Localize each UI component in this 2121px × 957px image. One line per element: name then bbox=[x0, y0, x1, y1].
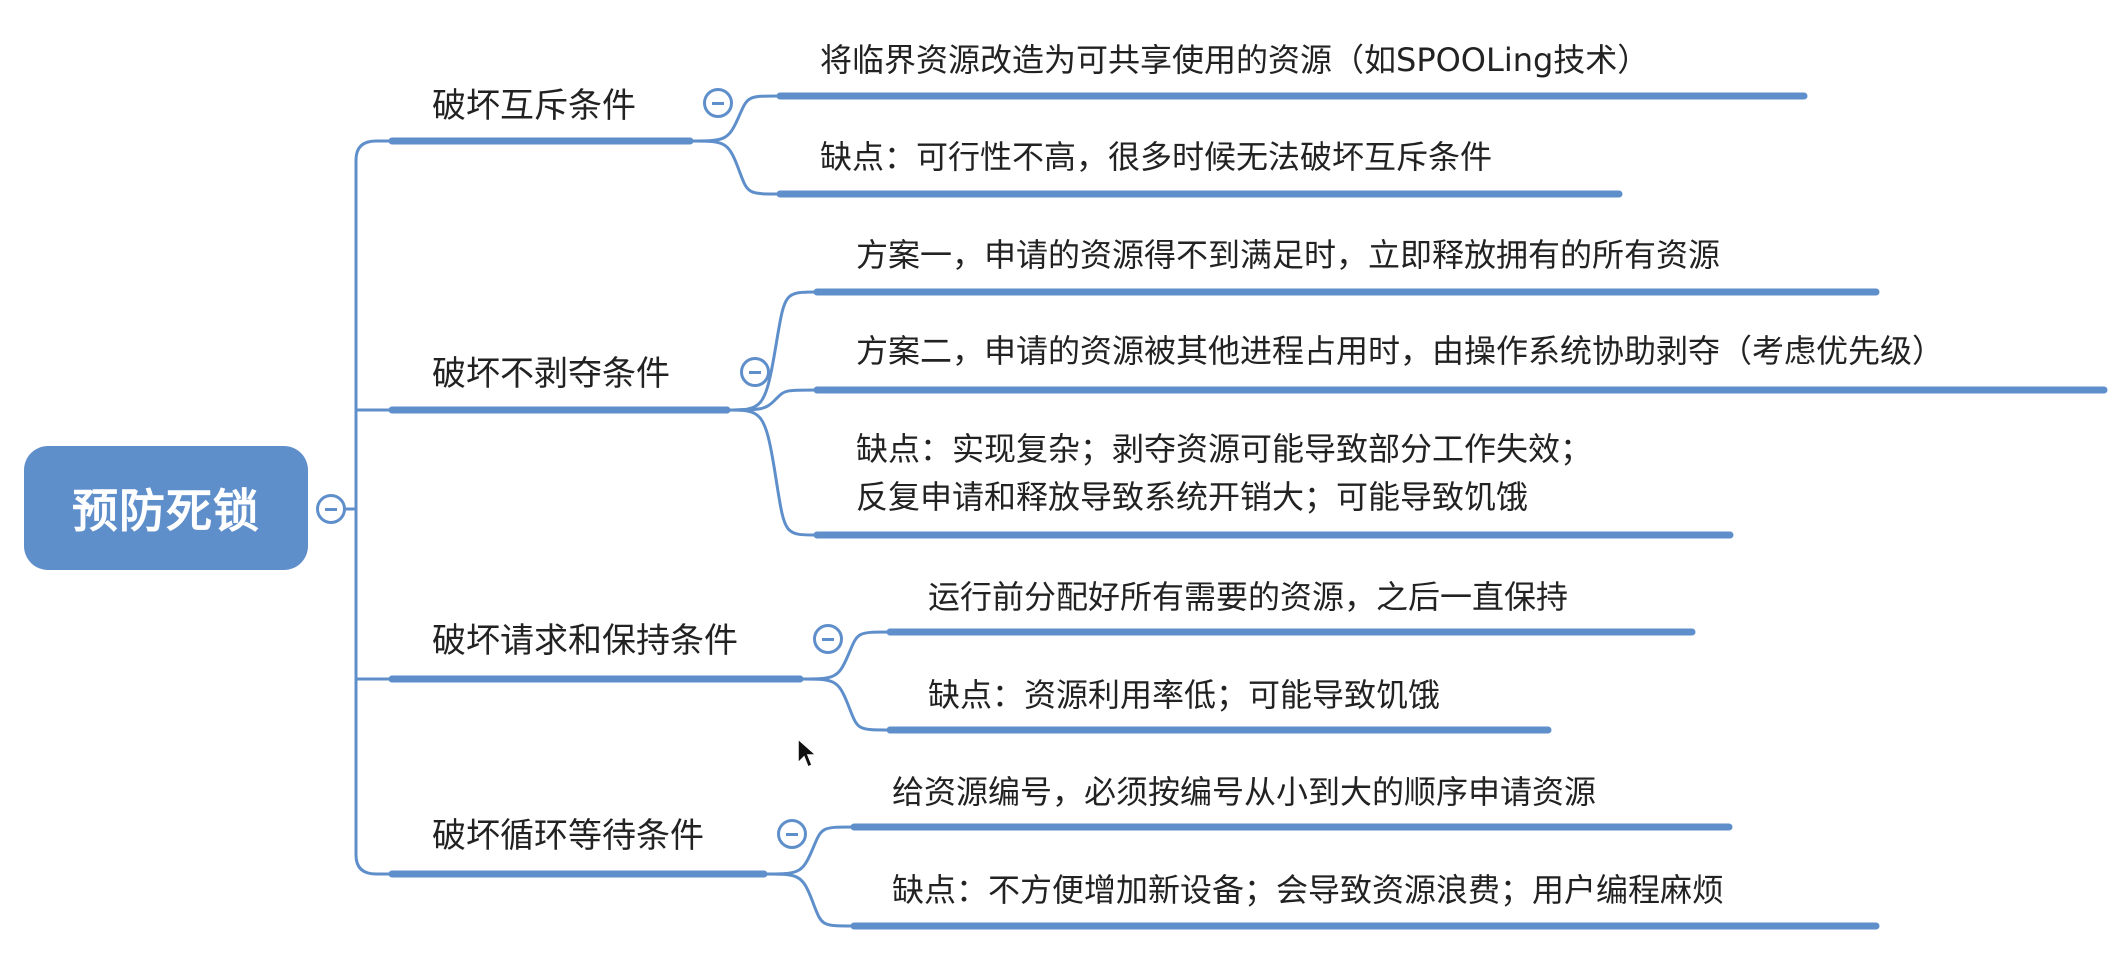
branch-hold-and-wait-collapse-icon[interactable] bbox=[813, 624, 843, 654]
branch-circular-wait[interactable]: 破坏循环等待条件 bbox=[432, 816, 704, 856]
branch-mutual-exclusion[interactable]: 破坏互斥条件 bbox=[432, 86, 636, 126]
leaf-circular-wait-1[interactable]: 给资源编号，必须按编号从小到大的顺序申请资源 bbox=[892, 773, 1597, 811]
root-node[interactable]: 预防死锁 bbox=[24, 446, 308, 570]
leaf-mutual-exclusion-2[interactable]: 缺点：可行性不高，很多时候无法破坏互斥条件 bbox=[820, 138, 1493, 176]
root-collapse-icon[interactable] bbox=[316, 494, 346, 524]
leaf-hold-and-wait-1[interactable]: 运行前分配好所有需要的资源，之后一直保持 bbox=[928, 578, 1569, 616]
leaf-connector-1-0 bbox=[725, 290, 819, 412]
leaf-no-preemption-2[interactable]: 方案二，申请的资源被其他进程占用时，由操作系统协助剥夺（考虑优先级） bbox=[856, 332, 1945, 370]
leaf-connector-3-1 bbox=[762, 872, 856, 928]
leaf-hold-and-wait-2[interactable]: 缺点：资源利用率低；可能导致饥饿 bbox=[928, 676, 1441, 714]
branch-no-preemption[interactable]: 破坏不剥夺条件 bbox=[432, 354, 670, 394]
branch-hold-and-wait[interactable]: 破坏请求和保持条件 bbox=[432, 621, 738, 661]
leaf-connector-1-2 bbox=[725, 408, 819, 537]
leaf-no-preemption-1[interactable]: 方案一，申请的资源得不到满足时，立即释放拥有的所有资源 bbox=[856, 236, 1721, 274]
leaf-no-preemption-3-line-1[interactable]: 缺点：实现复杂；剥夺资源可能导致部分工作失效； bbox=[856, 430, 1593, 468]
root-node-label: 预防死锁 bbox=[72, 484, 260, 538]
branch-mutual-exclusion-collapse-icon[interactable] bbox=[703, 88, 733, 118]
leaf-mutual-exclusion-1[interactable]: 将临界资源改造为可共享使用的资源（如SPOOLing技术） bbox=[820, 41, 1650, 79]
branch-no-preemption-collapse-icon[interactable] bbox=[740, 357, 770, 387]
branch-circular-wait-collapse-icon[interactable] bbox=[777, 819, 807, 849]
leaf-no-preemption-3-line-2[interactable]: 反复申请和释放导致系统开销大；可能导致饥饿 bbox=[856, 478, 1529, 516]
trunk-branch-0 bbox=[354, 139, 394, 162]
leaf-circular-wait-2[interactable]: 缺点：不方便增加新设备；会导致资源浪费；用户编程麻烦 bbox=[892, 871, 1725, 909]
trunk-branch-3 bbox=[354, 853, 394, 876]
leaf-connector-1-1 bbox=[725, 388, 819, 412]
leaf-connector-0-1 bbox=[688, 139, 782, 196]
leaf-connector-2-1 bbox=[798, 677, 892, 732]
mouse-cursor-icon bbox=[797, 737, 818, 769]
